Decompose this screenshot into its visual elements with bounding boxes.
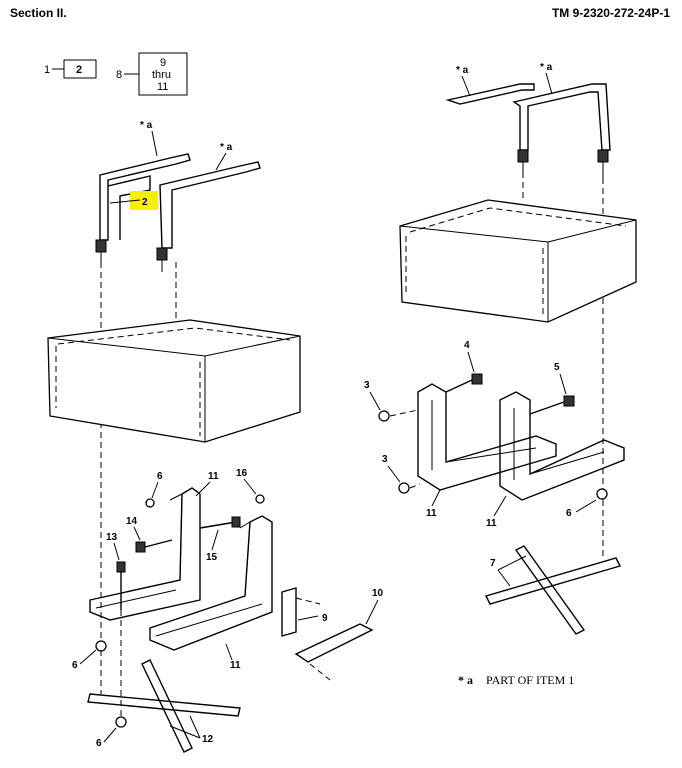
callout-3-lower: 3 bbox=[382, 454, 388, 465]
index-box-1: 1 2 bbox=[44, 59, 97, 79]
callout-12: 12 bbox=[202, 734, 214, 745]
left-tray-rear bbox=[89, 487, 201, 621]
right-tray-rear bbox=[417, 383, 557, 491]
callout-6-top: 6 bbox=[157, 471, 163, 482]
callout-7: 7 bbox=[490, 558, 496, 569]
callout-star-a-left2: * a bbox=[220, 142, 233, 153]
left-bolt-14 bbox=[135, 539, 173, 553]
callout-16: 16 bbox=[236, 468, 248, 479]
index-box-8: 8 9 thru 11 bbox=[116, 52, 188, 96]
callout-1: 1 bbox=[44, 64, 50, 76]
right-bolt-4 bbox=[445, 373, 483, 393]
callout-15: 15 bbox=[206, 552, 218, 563]
callout-11-right1: 11 bbox=[426, 508, 437, 519]
legend-mark: * a bbox=[458, 673, 473, 687]
left-battery bbox=[47, 319, 301, 443]
box8-line1: 9 bbox=[160, 57, 166, 69]
left-nut-6-bottom bbox=[115, 716, 127, 728]
callout-13: 13 bbox=[106, 532, 118, 543]
callout-11-bottom: 11 bbox=[230, 660, 241, 671]
left-nut-6-top bbox=[145, 498, 155, 508]
left-nut-6-mid bbox=[95, 640, 107, 652]
callout-star-a-left1: * a bbox=[140, 120, 153, 131]
callout-6-bottom: 6 bbox=[96, 738, 102, 749]
left-nut-16 bbox=[255, 494, 265, 504]
callout-9: 9 bbox=[322, 613, 328, 624]
callout-3-upper: 3 bbox=[364, 380, 370, 391]
right-nut-3-upper bbox=[378, 410, 390, 422]
highlight-marker bbox=[130, 191, 158, 210]
spacer-9 bbox=[281, 587, 297, 637]
callout-11-top: 11 bbox=[208, 471, 219, 482]
callout-star-a-right2: * a bbox=[540, 62, 553, 73]
left-bolt-13 bbox=[116, 561, 126, 610]
left-clamp-front bbox=[156, 161, 261, 272]
callout-11-right2: 11 bbox=[486, 518, 497, 529]
right-clamp-short bbox=[445, 83, 535, 105]
right-clamp-long bbox=[512, 83, 611, 178]
legend-text: PART OF ITEM 1 bbox=[486, 673, 574, 687]
callout-5: 5 bbox=[554, 362, 560, 373]
callout-6-mid: 6 bbox=[72, 660, 78, 671]
box8-line2: thru bbox=[152, 69, 171, 81]
right-tray-front bbox=[499, 391, 625, 501]
left-clamp-rear bbox=[95, 153, 191, 262]
left-tray-front bbox=[149, 515, 273, 651]
right-battery bbox=[399, 199, 637, 323]
callout-star-a-right1: * a bbox=[456, 65, 469, 76]
box8-line3: 11 bbox=[157, 81, 168, 93]
callout-10: 10 bbox=[372, 588, 384, 599]
tm-number: TM 9-2320-272-24P-1 bbox=[551, 6, 670, 20]
right-nut-6 bbox=[596, 488, 608, 500]
right-nut-3-lower bbox=[398, 482, 410, 494]
callout-2: 2 bbox=[142, 197, 148, 208]
plate-10 bbox=[294, 623, 374, 663]
callout-4: 4 bbox=[464, 340, 470, 351]
section-label: Section II. bbox=[10, 6, 67, 20]
right-crossbar-7 bbox=[484, 545, 622, 635]
left-crossbar-12 bbox=[87, 659, 241, 753]
right-bolt-5 bbox=[529, 395, 575, 415]
left-bolt-15 bbox=[199, 516, 241, 529]
box1-item: 2 bbox=[76, 64, 82, 76]
callout-6-right: 6 bbox=[566, 508, 572, 519]
callout-14: 14 bbox=[126, 516, 138, 527]
callout-8: 8 bbox=[116, 69, 122, 81]
